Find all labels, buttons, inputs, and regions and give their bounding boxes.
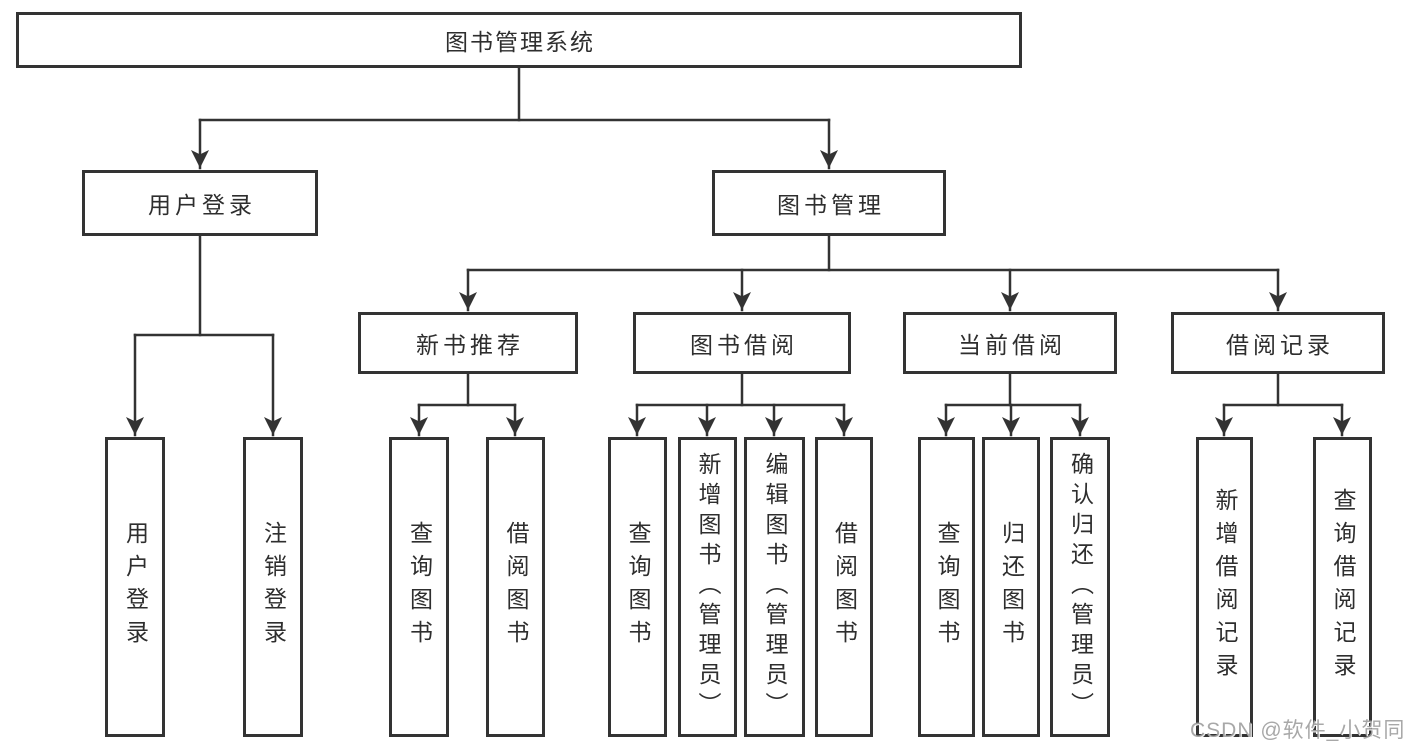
leaf-query-books-current: 查询图书 — [918, 437, 975, 737]
leaf-user-login: 用户登录 — [105, 437, 165, 737]
node-book-borrow: 图书借阅 — [633, 312, 851, 374]
leaf-edit-book-admin: 编辑图书（管理员） — [744, 437, 805, 737]
node-borrow-records: 借阅记录 — [1171, 312, 1385, 374]
node-current-borrow: 当前借阅 — [903, 312, 1117, 374]
leaf-return-books: 归还图书 — [982, 437, 1040, 737]
leaf-confirm-return-admin: 确认归还（管理员） — [1050, 437, 1110, 737]
leaf-logout: 注销登录 — [243, 437, 303, 737]
node-new-book-recommend: 新书推荐 — [358, 312, 578, 374]
node-user-login: 用户登录 — [82, 170, 318, 236]
node-book-management: 图书管理 — [712, 170, 946, 236]
leaf-add-borrow-record: 新增借阅记录 — [1196, 437, 1253, 737]
watermark-text: CSDN @软件_小贺同学 — [1190, 719, 1405, 742]
leaf-query-books-borrow: 查询图书 — [608, 437, 667, 737]
leaf-add-book-admin: 新增图书（管理员） — [678, 437, 737, 737]
leaf-query-books-recommend: 查询图书 — [389, 437, 449, 737]
node-library-system: 图书管理系统 — [16, 12, 1022, 68]
leaf-query-borrow-record: 查询借阅记录 — [1313, 437, 1372, 737]
leaf-borrow-books-recommend: 借阅图书 — [486, 437, 545, 737]
leaf-borrow-books: 借阅图书 — [815, 437, 873, 737]
